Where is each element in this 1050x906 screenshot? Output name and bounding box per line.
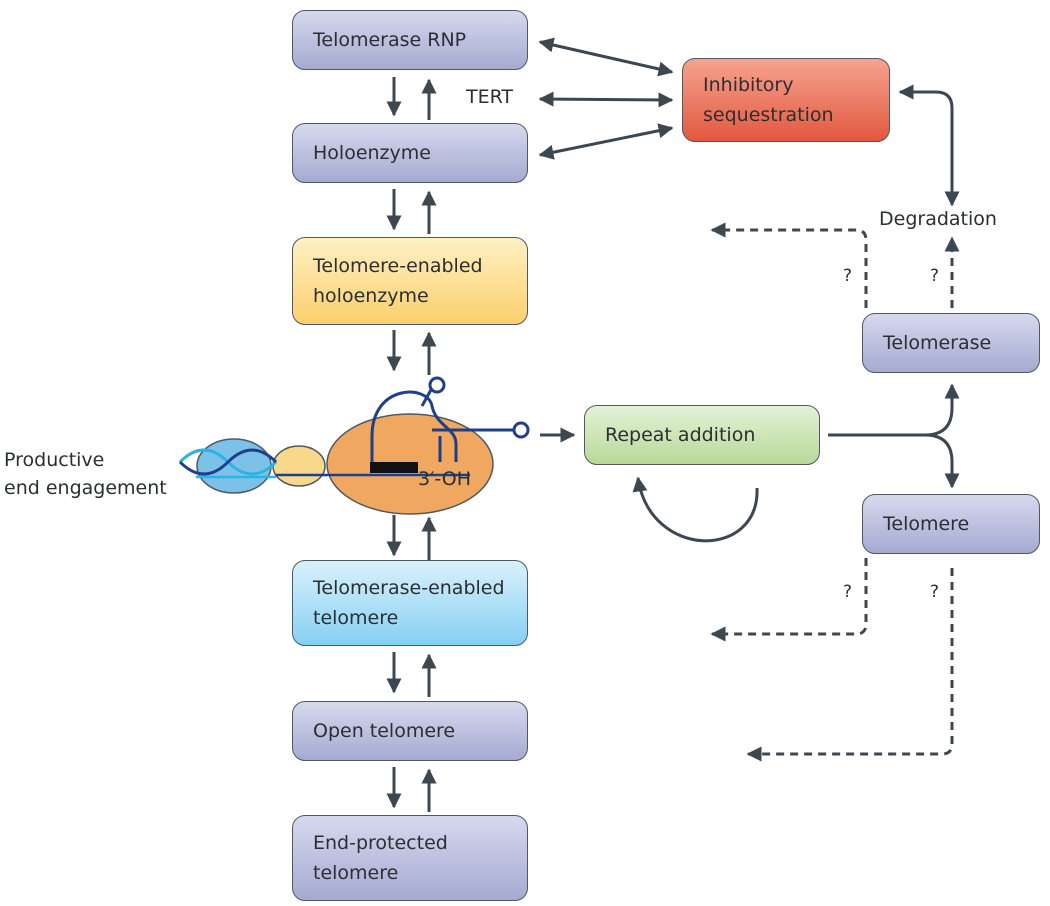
question-mark-telomere-long: ? [930, 582, 940, 602]
telomere-enabled-engagement-arrows [386, 330, 437, 375]
productive-end-engagement-line1: Productive [4, 449, 105, 471]
telomerase-rnp-box: Telomerase RNP [292, 10, 528, 70]
end-protected-telomere-line1: End-protected [313, 832, 448, 854]
telomerase-rna [370, 390, 458, 462]
rna-stem [420, 387, 434, 407]
repeat-to-telomere-arrow [924, 433, 960, 489]
telomere-enabled-holoenzyme-box: Telomere-enabled holoenzyme [292, 237, 528, 325]
holoenzyme-telomere-enabled-arrows [386, 189, 437, 234]
telomerase-enabled-telomere-line1: Telomerase-enabled [313, 577, 505, 599]
telomere-enabled-holoenzyme-line2: holoenzyme [313, 285, 429, 307]
inhibitory-sequestration-line1: Inhibitory [703, 74, 794, 96]
question-mark-telomere-left: ? [843, 582, 853, 602]
dna-strand-dark [178, 448, 278, 476]
repeat-split-line [828, 383, 960, 437]
telomerase-enabled-telomere-box: Telomerase-enabled telomere [292, 560, 528, 646]
engagement-telomerase-enabled-arrows [386, 515, 437, 560]
open-telomere-box: Open telomere [292, 701, 528, 761]
holoenzyme-sequestration-arrow [538, 123, 674, 160]
question-mark-telomerase-degradation: ? [930, 266, 940, 286]
rna-hairpin-loop-top [428, 376, 446, 394]
tert-label: TERT [466, 86, 514, 108]
repeat-addition-loop-arrow [632, 476, 759, 543]
rnp-sequestration-arrow [538, 37, 674, 77]
telomerase-rnp-label: Telomerase RNP [313, 29, 467, 51]
telomerase-label: Telomerase [883, 332, 992, 354]
telomere-left-dashed-arrow [710, 558, 868, 642]
open-end-protected-arrows [386, 767, 437, 812]
telomere-label: Telomere [883, 513, 970, 535]
rnp-holoenzyme-arrows [386, 77, 437, 120]
three-prime-oh-label: 3′-OH [418, 468, 472, 490]
telomere-box: Telomere [862, 494, 1040, 554]
end-engagement-complex [178, 376, 530, 515]
holoenzyme-box: Holoenzyme [292, 123, 528, 183]
end-protected-telomere-line2: telomere [313, 862, 399, 884]
telomerase-box: Telomerase [862, 313, 1040, 373]
rna-arm [432, 428, 514, 462]
degradation-sequestration-arrow [898, 84, 960, 207]
end-protected-telomere-box: End-protected telomere [292, 815, 528, 901]
open-telomere-label: Open telomere [313, 720, 456, 742]
degradation-label: Degradation [879, 208, 997, 230]
holoenzyme-label: Holoenzyme [313, 142, 431, 164]
inhibitory-sequestration-box: Inhibitory sequestration [682, 58, 890, 142]
telomerase-enabled-open-arrows [386, 652, 437, 697]
repeat-addition-label: Repeat addition [605, 424, 756, 446]
telomere-enabled-holoenzyme-line1: Telomere-enabled [313, 255, 483, 277]
question-mark-telomerase-left: ? [843, 266, 853, 286]
tert-sequestration-arrow [538, 91, 674, 108]
telomerase-enabled-telomere-line2: telomere [313, 607, 399, 629]
repeat-addition-box: Repeat addition [584, 405, 820, 465]
productive-end-engagement-line2: end engagement [4, 477, 167, 499]
template-block [370, 462, 418, 473]
yellow-protein-oval [272, 445, 326, 487]
rna-hairpin-loop-right [512, 421, 530, 439]
telomere-long-dashed-arrow [746, 568, 954, 762]
telomerase-left-dashed-arrow [710, 222, 868, 308]
inhibitory-sequestration-line2: sequestration [703, 104, 834, 126]
